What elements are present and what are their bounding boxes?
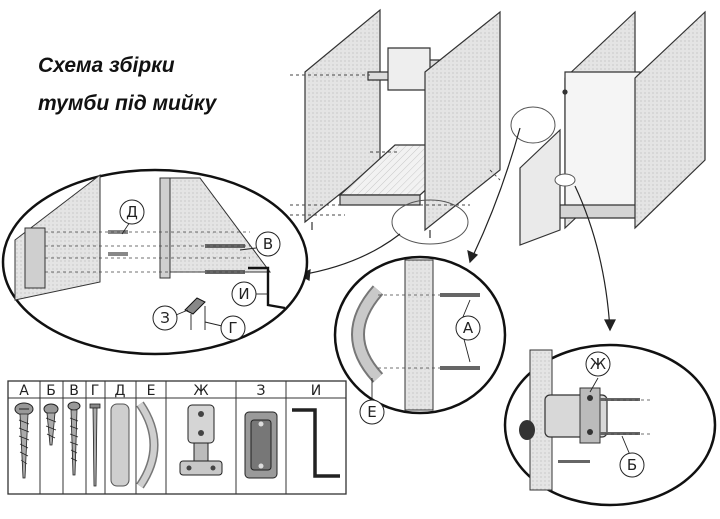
back-panel xyxy=(387,47,431,91)
callout-z: З xyxy=(152,305,178,331)
hinge-zh-icon xyxy=(179,404,223,476)
callout-zh: Ж xyxy=(585,351,611,377)
table-header: Г xyxy=(91,383,100,399)
callouts: Д В И З Г А Е xyxy=(119,199,645,478)
table-header: З xyxy=(257,383,266,399)
screw-b-icon xyxy=(43,403,59,446)
detail-left xyxy=(1,168,309,356)
svg-text:В: В xyxy=(263,235,273,253)
svg-text:И: И xyxy=(238,285,249,303)
callout-a: А xyxy=(455,315,481,341)
handle-e-icon xyxy=(136,401,159,489)
svg-text:Д: Д xyxy=(126,203,138,221)
callout-d: Д xyxy=(119,199,145,225)
table-header: Б xyxy=(46,383,56,399)
svg-text:Г: Г xyxy=(228,319,237,337)
table-header: И xyxy=(311,383,321,399)
table-header: Ж xyxy=(193,383,208,399)
svg-text:Ж: Ж xyxy=(590,355,606,373)
open-door xyxy=(519,128,561,246)
table-header: Е xyxy=(147,383,156,399)
mount-plate-z-icon xyxy=(244,411,278,479)
hex-key-i-icon xyxy=(292,408,340,478)
cabinet-exploded xyxy=(290,8,501,245)
table-header: А xyxy=(19,383,29,399)
right-side-panel xyxy=(424,10,501,232)
svg-text:А: А xyxy=(463,319,474,337)
callout-v: В xyxy=(255,231,281,257)
svg-text:Е: Е xyxy=(367,403,376,421)
svg-text:Б: Б xyxy=(627,456,637,474)
dowel-d-icon xyxy=(110,403,130,487)
cabinet-plinth xyxy=(559,204,641,219)
title-line-1: Схема збірки xyxy=(38,54,175,77)
table-header: В xyxy=(69,383,79,399)
detail-middle xyxy=(333,255,507,415)
screw-a-icon xyxy=(14,402,34,479)
nail-g-icon xyxy=(89,403,101,487)
table-header: Д xyxy=(115,383,126,399)
screw-v-icon xyxy=(67,401,81,476)
callout-g: Г xyxy=(220,315,246,341)
callout-e: Е xyxy=(359,399,385,425)
detail-right xyxy=(503,343,717,507)
right-door-panel xyxy=(634,10,706,230)
cabinet-assembled xyxy=(510,10,706,246)
callout-b: Б xyxy=(619,452,645,478)
callout-i: И xyxy=(231,281,257,307)
svg-text:З: З xyxy=(160,309,170,327)
parts-table: А Б В Г Д Е Ж З И xyxy=(7,380,347,495)
title-line-2: тумби під мийку xyxy=(38,92,217,115)
